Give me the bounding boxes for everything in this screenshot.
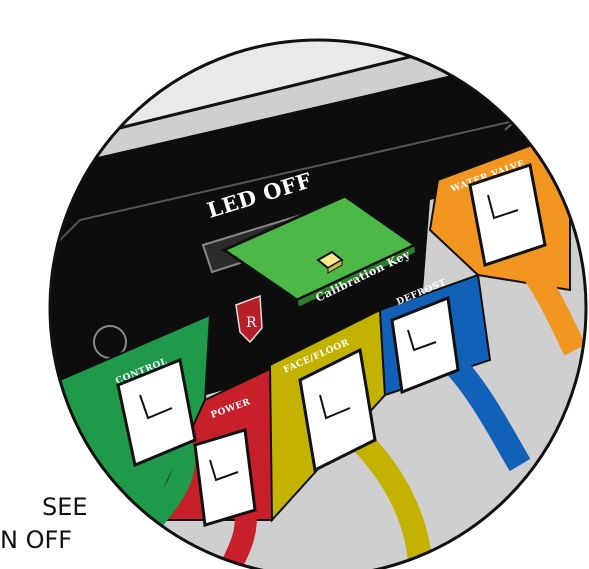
partial-note-line-1: SEE [42,493,88,521]
svg-text:R: R [246,315,257,331]
plug-water-valve [470,165,545,265]
partial-note: SEE N OFF [0,493,95,554]
partial-note-line-2: N OFF [0,526,72,554]
